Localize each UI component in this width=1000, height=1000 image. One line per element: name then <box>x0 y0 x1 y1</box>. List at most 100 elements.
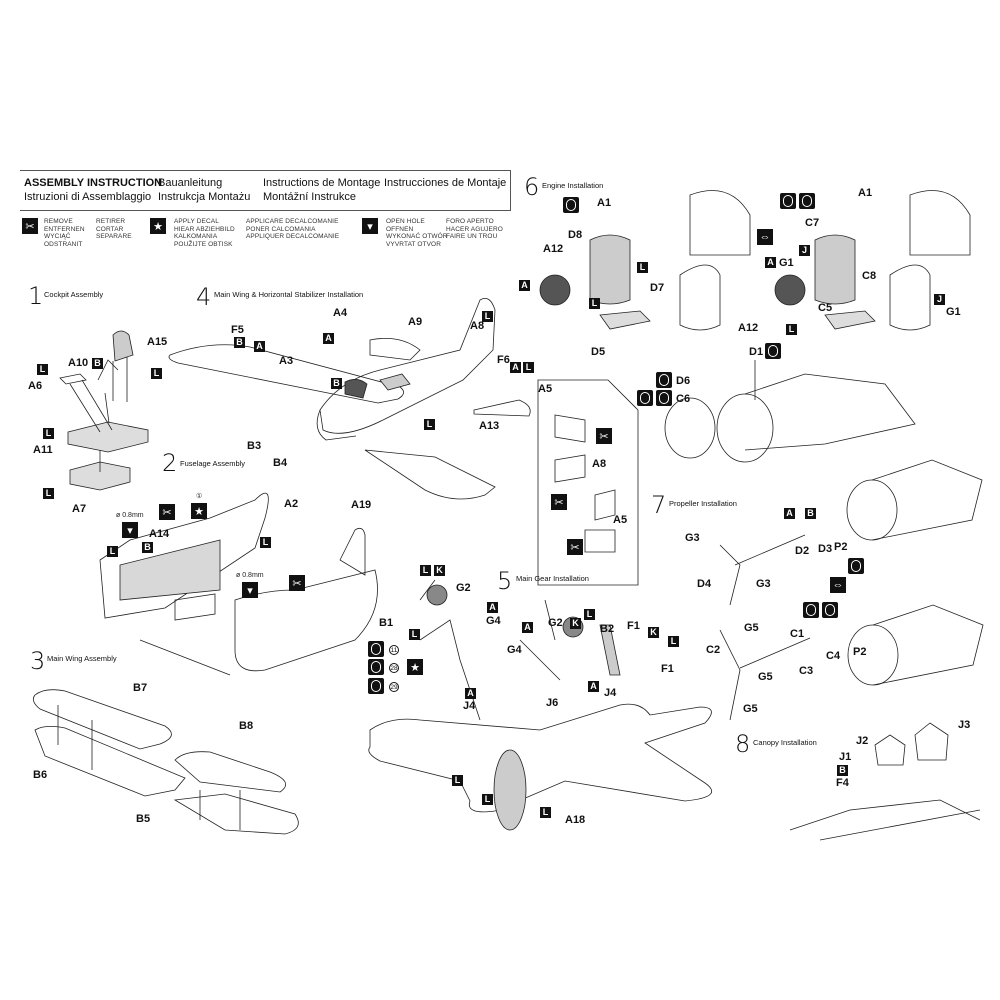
propeller-drawing <box>719 459 984 721</box>
paint-code-badge: B <box>92 358 103 369</box>
step-4-title: Main Wing & Horizontal Stabilizer Instal… <box>214 290 364 299</box>
remove-icon: ✂ <box>159 504 175 520</box>
paint-code-badge: L <box>424 419 435 430</box>
paint-code-badge: K <box>434 565 445 576</box>
legend-remove-text-a: REMOVE ENTFERNEN WYCIĄĆ ODSTRANIT <box>44 218 85 248</box>
legend-remove-text-b: RETIRER CORTAR SEPARARE <box>96 218 132 240</box>
paint-code-badge: B <box>805 508 816 519</box>
part-label: B2 <box>600 623 615 635</box>
part-label: B7 <box>133 682 148 694</box>
decal-number: 28 <box>389 663 399 673</box>
paint-code-badge: L <box>452 775 463 786</box>
part-label: D5 <box>591 346 606 358</box>
decal-number: 11 <box>389 645 399 655</box>
step-5-number: 5 <box>497 567 513 595</box>
part-label: B5 <box>136 813 151 825</box>
part-label: D1 <box>749 346 764 358</box>
version-2-icon <box>780 193 796 209</box>
part-label: D8 <box>568 229 583 241</box>
part-label: A9 <box>408 316 423 328</box>
title-es: Instrucciones de Montaje <box>384 177 507 189</box>
legend-hole-text-a: OPEN HOLE OFFNEN WYKONAĆ OTWÓR VYVRTAT O… <box>386 218 448 248</box>
paint-code-badge: L <box>482 794 493 805</box>
part-label: J2 <box>856 735 869 747</box>
paint-code-badge: L <box>37 364 48 375</box>
part-label: D6 <box>676 375 691 387</box>
legend-decal-text-a: APPLY DECAL HIEAR ABZIEHBILD KALKOMANIA … <box>174 218 235 248</box>
part-label: G1 <box>779 257 794 269</box>
part-label: G5 <box>758 671 773 683</box>
version-1-icon <box>656 372 672 388</box>
star-decal-icon: ★ <box>191 503 207 519</box>
hole-diameter: ø 0.8mm <box>116 512 144 519</box>
version-3-icon <box>822 602 838 618</box>
part-label: A6 <box>28 380 43 392</box>
part-label: A19 <box>351 499 372 511</box>
title-pl: Instrukcja Montażu <box>158 191 251 203</box>
remove-icon: ✂ <box>551 494 567 510</box>
part-label: A11 <box>33 444 53 456</box>
paint-code-badge: A <box>765 257 776 268</box>
part-label: A7 <box>72 503 87 515</box>
part-label: A12 <box>543 243 564 255</box>
part-label: A8 <box>470 320 485 332</box>
open-hole-icon: ▾ <box>122 522 138 538</box>
part-label: J4 <box>604 687 617 699</box>
part-label: F6 <box>497 354 510 366</box>
title-it: Istruzioni di Assemblaggio <box>24 191 152 203</box>
paint-code-badge: L <box>584 609 595 620</box>
part-label: F1 <box>661 663 674 675</box>
part-label: F4 <box>836 777 849 789</box>
part-label: P2 <box>834 541 848 553</box>
version-2-icon <box>637 390 653 406</box>
version-1-icon <box>848 558 864 574</box>
step-3-title: Main Wing Assembly <box>47 654 117 663</box>
open-hole-icon: ▾ <box>362 218 378 234</box>
part-label: A1 <box>597 197 612 209</box>
legend-hole-text-b: FORO APERTO HACER AGUJERO FAIRE UN TROU <box>446 218 503 240</box>
paint-code-badge: K <box>570 618 581 629</box>
part-label: P2 <box>853 646 867 658</box>
version-2-icon <box>803 602 819 618</box>
step-2-title: Fuselage Assembly <box>180 459 246 468</box>
step-6-title: Engine Installation <box>542 181 604 190</box>
part-label: C5 <box>818 302 833 314</box>
part-label: F5 <box>231 324 244 336</box>
cockpit-seat-drawing <box>112 330 134 402</box>
paint-code-badge: A <box>588 681 599 692</box>
part-label: C8 <box>862 270 877 282</box>
remove-icon: ✂ <box>596 428 612 444</box>
part-label: G2 <box>456 582 471 594</box>
part-label: A5 <box>613 514 628 526</box>
step-5-title: Main Gear Installation <box>516 574 589 583</box>
decal-number: ① <box>196 493 203 500</box>
step-7-number: 7 <box>651 491 667 519</box>
engine-drawing-left <box>539 190 751 331</box>
paint-code-badge: L <box>637 262 648 273</box>
part-label: F1 <box>627 620 640 632</box>
part-label: A2 <box>284 498 299 510</box>
part-label: A18 <box>565 814 586 826</box>
paint-code-badge: B <box>234 337 245 348</box>
paint-code-badge: A <box>784 508 795 519</box>
version-1-icon <box>368 641 384 657</box>
canopy-drawing <box>789 722 981 841</box>
paint-code-badge: A <box>522 622 533 633</box>
paint-code-badge: J <box>934 294 945 305</box>
plane-step4-drawing <box>168 297 531 500</box>
paint-code-badge: A <box>323 333 334 344</box>
step-1-number: 1 <box>28 282 44 310</box>
part-label: J4 <box>463 700 476 712</box>
part-label: A3 <box>279 355 294 367</box>
mirror-arrows-icon: ⇔ <box>830 577 846 593</box>
step-3-number: 3 <box>30 647 46 675</box>
version-1-icon <box>563 197 579 213</box>
part-label: B6 <box>33 769 48 781</box>
paint-code-badge: L <box>107 546 118 557</box>
paint-code-badge: B <box>142 542 153 553</box>
paint-code-badge: L <box>43 488 54 499</box>
paint-code-badge: L <box>668 636 679 647</box>
fuselage-drawing <box>99 492 378 676</box>
title-fr: Instructions de Montage <box>263 177 381 189</box>
paint-code-badge: K <box>648 627 659 638</box>
